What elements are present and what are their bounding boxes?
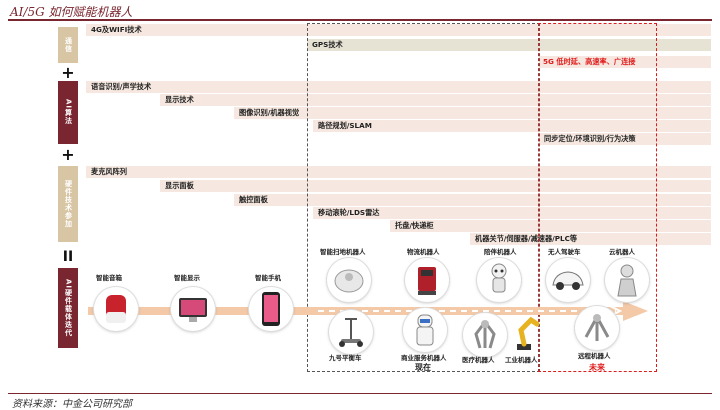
bar-path-planning: 路径规划/SLAM <box>313 120 711 132</box>
bar-microphone-array: 麦克风阵列 <box>86 166 711 178</box>
equals-symbol: II <box>62 249 74 265</box>
source-note: 资料来源：中金公司研究部 <box>12 399 132 410</box>
plus-symbol-2: + <box>61 145 75 164</box>
smart-display-icon <box>171 287 215 331</box>
bar-display-tech: 显示技术 <box>160 94 711 106</box>
balance-scooter-icon <box>329 310 373 354</box>
bar-display-panel: 显示面板 <box>160 180 711 192</box>
bar-wheel-lds: 移动滚轮/LDS雷达 <box>313 207 711 219</box>
label-industrial-robot: 工业机器人 <box>505 356 538 364</box>
cloud-robot-icon <box>605 258 649 302</box>
bar-touch-panel: 触控面板 <box>234 194 711 206</box>
industrial-robot-icon <box>502 310 546 354</box>
label-smartphone: 智能手机 <box>255 274 281 282</box>
label-remote-robot: 远程机器人 <box>578 352 611 360</box>
category-ai-algorithm: AI算法 <box>58 81 78 144</box>
bar-image-recognition: 图像识别/机器视觉 <box>234 107 711 119</box>
bar-tray-locker: 托盘/快递柜 <box>390 220 711 232</box>
smart-speaker-icon <box>94 287 138 331</box>
future-region-box <box>538 23 657 372</box>
page-title: AI/5G 如何赋能机器人 <box>10 5 133 19</box>
label-medical-robot: 医疗机器人 <box>462 356 495 364</box>
label-companion-robot: 陪伴机器人 <box>484 248 517 256</box>
bar-gps: GPS技术 <box>307 39 711 51</box>
label-sweeper-robot: 智能扫地机器人 <box>320 248 366 256</box>
category-hardware: 硬件技术参加 <box>58 166 78 242</box>
label-balance-scooter: 九号平衡车 <box>329 354 362 362</box>
label-logistics-robot: 物流机器人 <box>407 248 440 256</box>
period-future: 未来 <box>589 363 605 372</box>
label-cloud-robot: 云机器人 <box>609 248 635 256</box>
medical-robot-icon <box>463 313 507 357</box>
label-autonomous-car: 无人驾驶车 <box>548 248 581 256</box>
label-service-robot: 商业服务机器人 <box>401 354 447 362</box>
remote-robot-icon <box>575 306 619 350</box>
logistics-robot-icon <box>405 258 449 302</box>
smartphone-icon <box>249 287 293 331</box>
bar-robot-joints: 机器关节/伺服器/减速器/PLC等 <box>470 233 711 245</box>
bar-sync-positioning: 同步定位/环境识别/行为决策 <box>539 133 711 145</box>
service-robot-icon <box>403 308 447 352</box>
footer-divider <box>8 393 712 394</box>
bar-4g-wifi: 4G及WIFI技术 <box>86 24 711 36</box>
now-region-box <box>307 23 540 372</box>
title-divider <box>8 19 712 21</box>
label-smart-speaker: 智能音箱 <box>96 274 122 282</box>
autonomous-car-icon <box>546 258 590 302</box>
bar-speech-recognition: 语音识别/声学技术 <box>86 81 711 93</box>
sweeper-robot-icon <box>327 258 371 302</box>
category-communication: 通信 <box>58 27 78 63</box>
plus-symbol-1: + <box>61 63 75 82</box>
companion-robot-icon <box>477 258 521 302</box>
label-smart-display: 智能显示 <box>174 274 200 282</box>
category-ai-hardware-carrier: AI硬件载体迭代 <box>58 268 78 348</box>
period-now: 现在 <box>415 363 431 372</box>
bar-5g: 5G 低时延、高速率、广连接 <box>539 56 711 68</box>
